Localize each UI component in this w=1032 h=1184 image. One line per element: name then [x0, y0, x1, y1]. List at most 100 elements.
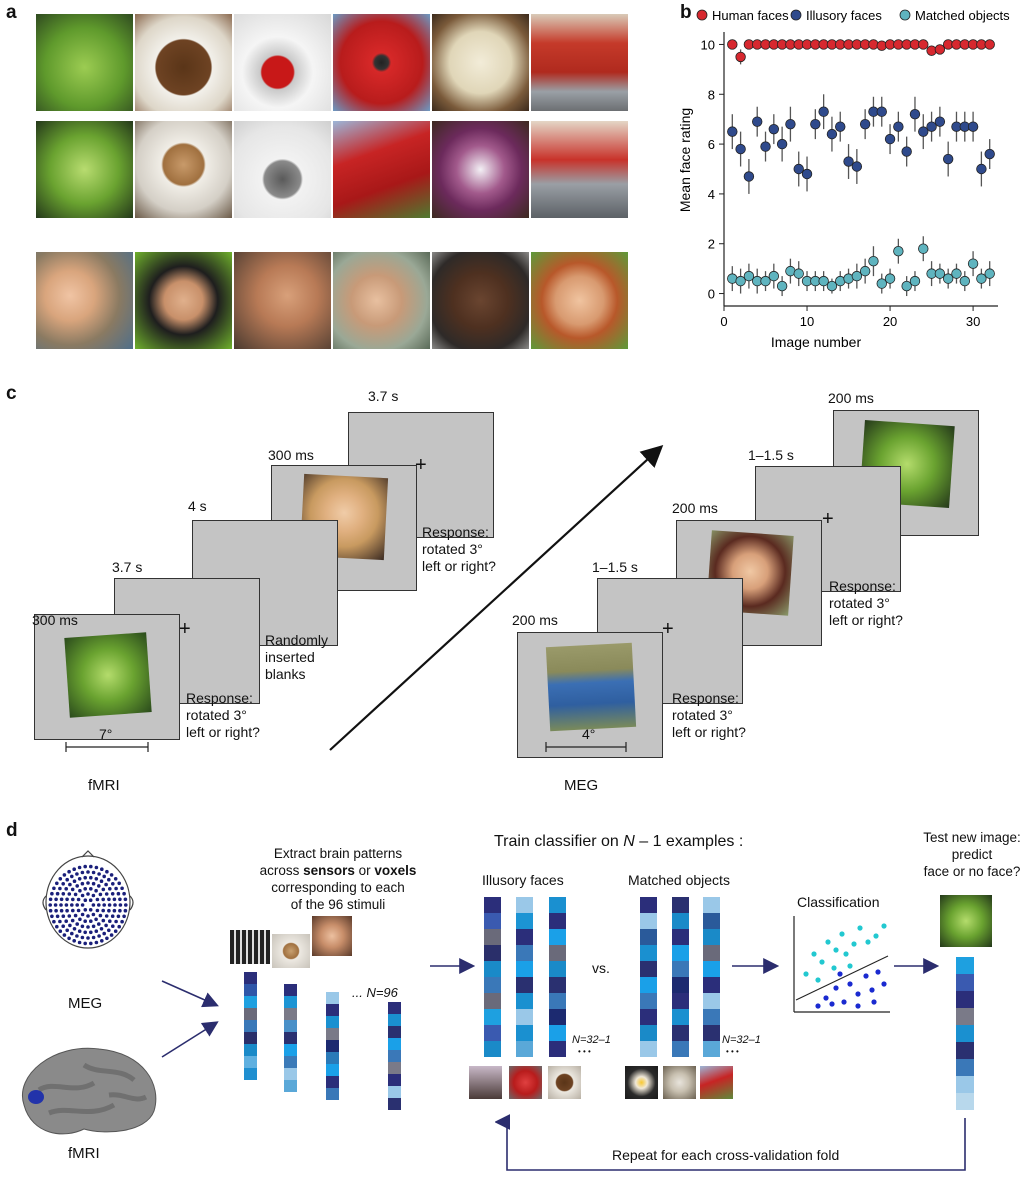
sensor-dot — [102, 874, 106, 879]
sensor-dot — [80, 893, 85, 898]
sensor-dot — [104, 892, 109, 896]
data-point — [768, 123, 780, 135]
train-title: Train classifier on N – 1 examples : — [494, 833, 743, 851]
sensor-dot — [94, 877, 99, 881]
data-point — [984, 148, 995, 160]
cls-point-object — [875, 969, 881, 975]
cls-point-face — [811, 951, 817, 957]
data-point — [859, 265, 871, 277]
data-point — [859, 118, 871, 130]
sensor-dot — [83, 864, 87, 869]
sensor-dot — [67, 936, 71, 941]
cls-point-object — [863, 973, 869, 979]
sensor-dot — [75, 872, 79, 876]
sensor-dot — [109, 933, 114, 937]
sensor-dot — [61, 914, 66, 918]
sensor-dot — [83, 875, 87, 880]
sensor-dot — [100, 939, 104, 943]
sensor-dot — [71, 897, 75, 902]
sensor-dot — [78, 888, 82, 893]
data-point — [743, 270, 755, 282]
y-tick-label: 4 — [708, 187, 715, 202]
sensor-dot — [68, 923, 72, 928]
sensor-dot — [113, 877, 118, 881]
fmri-response-late: Response: rotated 3° left or right? — [422, 524, 496, 574]
photo-coffee-face — [135, 14, 232, 111]
cls-point-face — [857, 925, 863, 931]
sensor-dot — [86, 881, 90, 885]
photo-onion-object — [432, 121, 529, 218]
sensor-dot — [80, 870, 85, 875]
fixation-cross: + — [662, 618, 674, 640]
sensor-dot — [75, 903, 79, 907]
fmri-label-d: fMRI — [68, 1145, 100, 1162]
fmri-screen-1 — [34, 614, 180, 740]
sensor-dot — [77, 877, 82, 881]
sensor-dot — [105, 936, 109, 941]
y-tick-label: 6 — [708, 137, 715, 152]
thumb-matched-3 — [700, 1066, 733, 1099]
data-point — [876, 278, 887, 289]
cls-point-face — [819, 959, 825, 965]
n96-label: ... N=96 — [352, 985, 398, 1000]
legend-marker — [899, 9, 911, 21]
matched-pattern-bar — [640, 897, 657, 1057]
matched-pattern-bar — [672, 897, 689, 1057]
data-point — [918, 243, 929, 254]
cls-point-face — [865, 939, 871, 945]
x-tick-label: 10 — [800, 314, 814, 329]
test-caption: Test new image: predict face or no face? — [923, 830, 1021, 879]
arrow-to-train — [430, 958, 476, 974]
fixation-cross: + — [179, 618, 191, 640]
data-point — [835, 121, 846, 132]
sensor-dot — [117, 881, 121, 886]
sensor-dot — [122, 914, 126, 919]
data-point — [735, 51, 746, 63]
legend-label: Human faces — [712, 8, 789, 23]
sensor-dot — [88, 898, 93, 902]
data-point — [976, 273, 987, 284]
sensor-dot — [97, 872, 101, 876]
data-point — [760, 275, 771, 287]
pepper-stimulus — [64, 632, 152, 718]
sensor-dot — [70, 887, 75, 892]
sensor-dot — [64, 903, 69, 907]
extract-caption: Extract brain patterns across sensors or… — [238, 845, 438, 913]
sensor-dot — [55, 924, 59, 929]
cross-validation-loop — [495, 1114, 966, 1171]
n-left-label: N=32–1 — [572, 1034, 611, 1046]
mop-stimulus — [545, 642, 637, 732]
photo-mixer-object — [531, 121, 628, 218]
sensor-dot — [89, 941, 93, 946]
sensor-dot — [83, 887, 87, 891]
y-tick-label: 0 — [708, 287, 715, 302]
data-point — [976, 163, 987, 175]
sensor-dot — [91, 870, 96, 875]
data-point — [967, 258, 979, 269]
fmri-time-5: 3.7 s — [368, 388, 399, 404]
matched-group-label: Matched objects — [628, 872, 730, 888]
sensor-dot — [67, 892, 72, 896]
legend-label: Illusory faces — [806, 8, 882, 23]
photo-human-4 — [333, 252, 430, 349]
sensor-dot — [55, 891, 60, 896]
sensor-dot — [58, 877, 63, 881]
sensor-dot — [94, 888, 98, 893]
sensor-dot — [104, 914, 109, 918]
meg-response-late: Response: rotated 3° left or right? — [829, 578, 903, 628]
extract-suffix: corresponding to each of the 96 stimuli — [271, 880, 405, 912]
sensor-dot — [104, 882, 108, 887]
panel-letter-b: b — [680, 2, 692, 23]
sensor-dot — [88, 908, 93, 912]
sensor-dot — [113, 903, 117, 907]
repeat-caption: Repeat for each cross-validation fold — [612, 1147, 840, 1163]
transition-arrow — [329, 445, 664, 751]
test-pattern-bar — [956, 957, 974, 1110]
sensor-dot — [101, 897, 105, 902]
sensor-dot — [107, 877, 111, 882]
data-point — [793, 163, 804, 175]
fmri-blanks: Randomly inserted blanks — [265, 632, 329, 682]
photo-plane-object — [333, 121, 430, 218]
sensor-dot — [116, 914, 121, 919]
data-point — [735, 275, 746, 287]
